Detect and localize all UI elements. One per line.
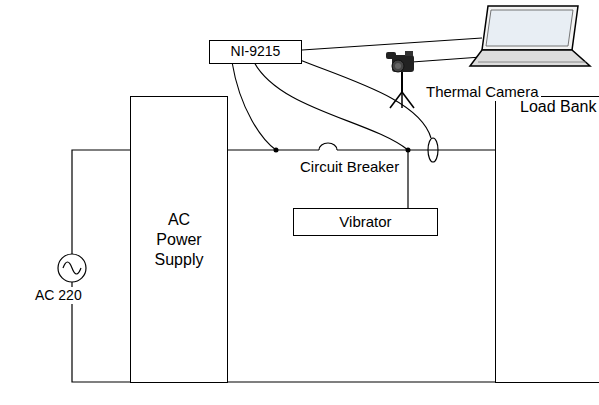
current-clamp	[428, 138, 438, 162]
part-name: Thermal Camera	[424, 83, 541, 101]
source-wire	[72, 150, 131, 254]
laptop-icon	[470, 6, 590, 66]
power-wire	[228, 381, 495, 382]
ac-source-symbol	[58, 254, 86, 282]
box-text: Vibrator	[339, 213, 391, 232]
vibrator-link	[407, 150, 408, 208]
daq-box: NI-9215	[209, 40, 302, 64]
thermal-camera-icon	[386, 51, 414, 108]
breaker-symbol	[319, 143, 337, 150]
daq-cable	[302, 38, 482, 50]
part-name: Circuit Breaker	[298, 158, 401, 176]
probe-wire	[254, 62, 408, 150]
load-bank-box: Load Bank	[495, 96, 599, 383]
box-text: AC Power Supply	[148, 210, 210, 270]
power-supply-box: AC Power Supply	[130, 96, 228, 383]
box-text: NI-9215	[231, 43, 281, 61]
source-label: AC 220	[33, 287, 84, 304]
vibrator-box: Vibrator	[293, 208, 438, 236]
power-wire	[228, 149, 495, 150]
probe-wire	[232, 62, 276, 150]
sine-symbol	[63, 262, 81, 274]
breaker-gap	[319, 149, 337, 152]
